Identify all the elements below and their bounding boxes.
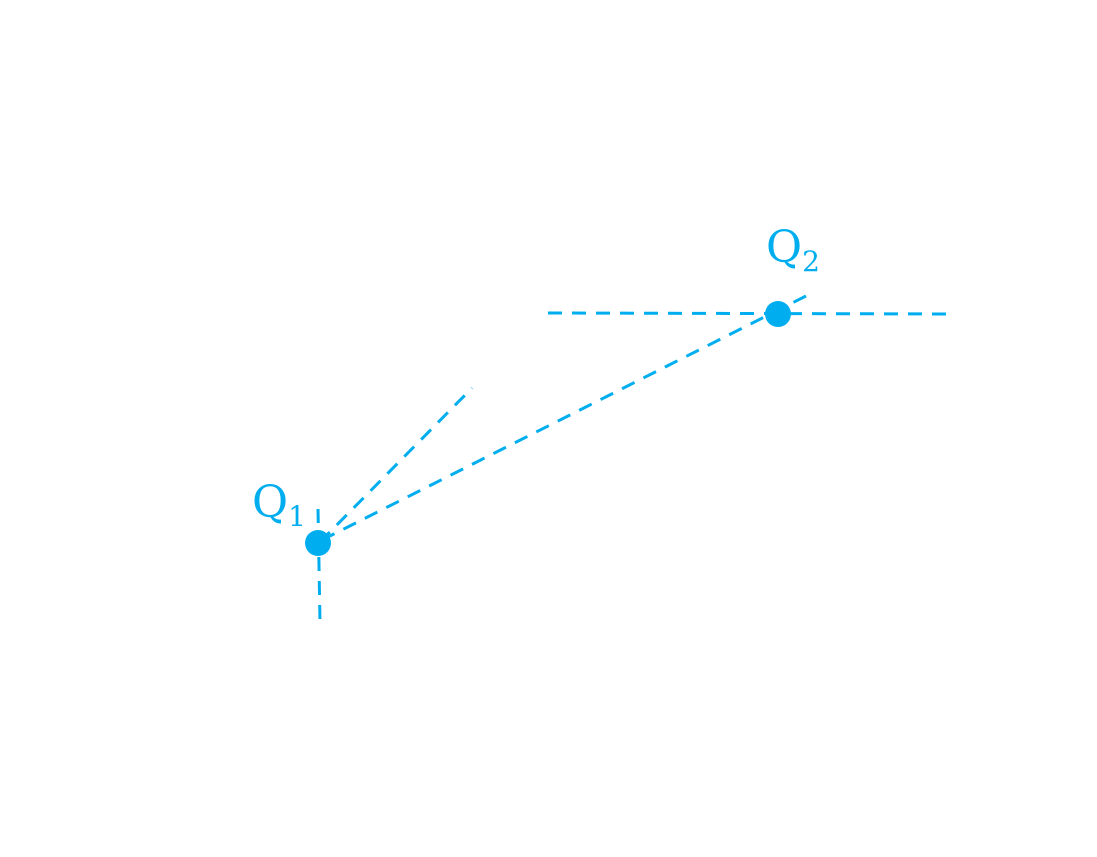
charge-q2: Q2 <box>765 222 820 327</box>
q1-q2-connecting-line <box>321 292 811 542</box>
charge-q1: Q1 <box>252 477 331 556</box>
q1-angled-line <box>318 386 474 544</box>
charge-q2-point <box>765 301 791 327</box>
charge-q1-point <box>305 530 331 556</box>
q2-horizontal-reference-line <box>547 311 953 316</box>
q1-vertical-reference-line <box>316 508 322 623</box>
charge-q2-label: Q2 <box>766 222 820 278</box>
construction-lines <box>316 292 953 623</box>
charge-q1-label: Q1 <box>252 477 306 533</box>
